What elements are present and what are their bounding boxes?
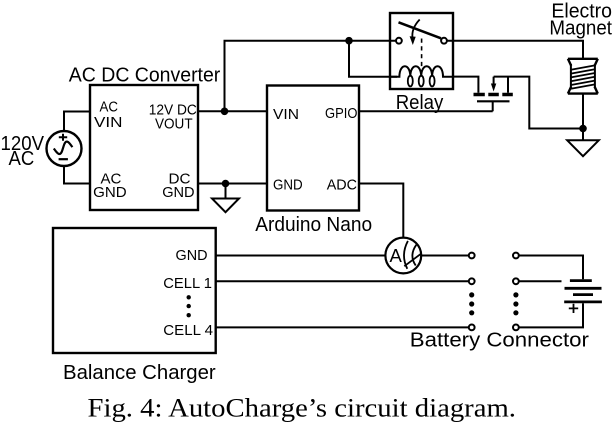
svg-text:AC: AC <box>9 148 35 170</box>
svg-text:Balance Charger: Balance Charger <box>63 362 216 384</box>
svg-text:Arduino Nano: Arduino Nano <box>255 214 372 236</box>
svg-text:Magnet: Magnet <box>549 18 612 40</box>
svg-text:GND: GND <box>273 177 303 194</box>
svg-text:120V: 120V <box>1 133 45 155</box>
svg-text:GPIO: GPIO <box>325 105 357 122</box>
svg-text:AC: AC <box>101 171 122 188</box>
svg-text:VIN: VIN <box>94 114 123 131</box>
svg-text:Battery Connector: Battery Connector <box>410 330 589 352</box>
svg-text:GND: GND <box>93 184 127 201</box>
svg-text:Relay: Relay <box>396 92 444 114</box>
svg-text:AC DC Converter: AC DC Converter <box>69 64 221 86</box>
svg-text:12V DC: 12V DC <box>149 102 197 119</box>
svg-text:Fig. 4: AutoCharge’s circuit d: Fig. 4: AutoCharge’s circuit diagram. <box>88 394 517 423</box>
svg-text:Electro: Electro <box>551 1 612 23</box>
svg-text:VIN: VIN <box>273 106 299 123</box>
svg-text:DC: DC <box>169 171 191 188</box>
svg-text:GND: GND <box>176 247 208 264</box>
svg-text:VOUT: VOUT <box>155 115 193 132</box>
svg-text:CELL 1: CELL 1 <box>163 275 212 292</box>
svg-text:A: A <box>390 245 403 266</box>
svg-text:GND: GND <box>162 184 195 201</box>
svg-text:CELL 4: CELL 4 <box>163 322 213 339</box>
svg-text:ADC: ADC <box>327 176 357 193</box>
svg-text:AC: AC <box>100 99 119 116</box>
